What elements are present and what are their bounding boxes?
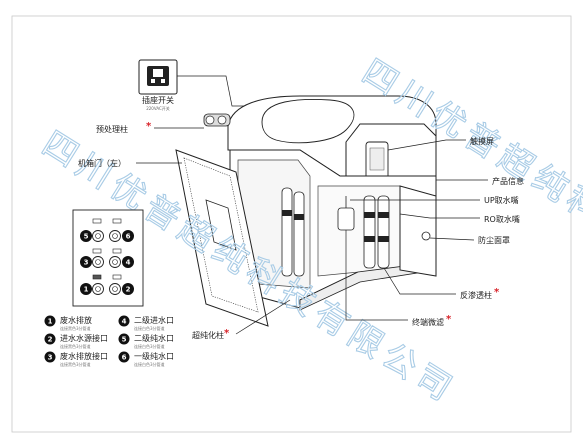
legend-sublabel: 连接黑色3分管道	[60, 361, 91, 367]
legend-item-4: 4 二级进水口 连接白色3分管道	[118, 315, 174, 331]
svg-text:3: 3	[84, 259, 89, 267]
terminal-filter-leader	[345, 230, 408, 321]
terminal-filter-label: 终端微滤	[412, 317, 444, 327]
svg-text:4: 4	[126, 259, 131, 267]
ro-column-label: 反渗透柱	[460, 290, 492, 300]
up-outlet-label: UP取水嘴	[484, 195, 519, 205]
svg-text:5: 5	[122, 336, 127, 344]
power-switch-sublabel: 220VAC开关	[146, 105, 170, 111]
svg-text:1: 1	[48, 318, 53, 326]
legend-item-3: 3 废水排放接口 连接黑色3分管道	[44, 351, 108, 367]
port-badge-5	[80, 230, 92, 242]
svg-text:6: 6	[122, 354, 127, 362]
legend-sublabel: 连接白色3分管道	[134, 361, 165, 367]
power-switch-icon	[138, 59, 178, 95]
port-badge-3	[80, 256, 92, 268]
power-switch-leader	[177, 75, 262, 107]
legend-sublabel: 连接黑色3分管道	[60, 343, 91, 349]
ro-outlet-label: RO取水嘴	[484, 214, 520, 224]
legend-label: 二级进水口	[134, 315, 174, 325]
ultra-column-star: *	[224, 328, 230, 339]
svg-text:6: 6	[126, 233, 131, 241]
cabinet-door-label: 机箱门（左）	[78, 158, 126, 168]
legend-label: 进水水源接口	[60, 333, 108, 343]
legend-item-6: 6 一级纯水口 连接白色3分管道	[118, 351, 174, 367]
legend-sublabel: 连接黑色3分管道	[60, 325, 91, 331]
legend-item-5: 5 二级纯水口 连接白色3分管道	[118, 333, 174, 349]
left-cabinet-door	[175, 149, 269, 327]
legend-label: 废水排放	[60, 315, 92, 325]
ultra-column-label: 超纯化柱	[192, 330, 224, 340]
port-badge-4	[122, 256, 134, 268]
legend-item-2: 2 进水水源接口 连接黑色3分管道	[44, 333, 108, 349]
touch-screen-label: 触摸屏	[470, 136, 494, 146]
legend-label: 一级纯水口	[134, 351, 174, 361]
svg-text:5: 5	[84, 233, 89, 241]
product-info-label: 产品信息	[492, 176, 524, 186]
pre-column-label: 预处理柱	[96, 124, 128, 134]
svg-text:1: 1	[84, 286, 89, 294]
legend-label: 二级纯水口	[134, 333, 174, 343]
dust-cover-leader	[429, 237, 475, 241]
svg-text:4: 4	[122, 318, 127, 326]
svg-text:2: 2	[126, 286, 131, 294]
ultra-column-leader	[235, 299, 291, 335]
ro-columns	[363, 195, 390, 269]
legend-sublabel: 连接白色3分管道	[134, 325, 165, 331]
ro-column-leader	[383, 267, 456, 295]
right-cabinet-door	[399, 185, 437, 277]
pre-column-star: *	[146, 121, 152, 132]
terminal-filter	[337, 196, 355, 231]
ports-legend: 1 废水排放 连接黑色3分管道 2 进水水源接口 连接黑色3分管道 3 废水排放…	[44, 315, 174, 367]
legend-item-1: 1 废水排放 连接黑色3分管道	[44, 315, 92, 331]
port-badge-2	[122, 283, 134, 295]
power-switch-label: 插座开关	[142, 95, 174, 105]
ro-column-star: *	[494, 287, 500, 298]
pre-treatment-column	[203, 113, 231, 127]
port-badge-6	[122, 230, 134, 242]
port-badge-1	[80, 283, 92, 295]
ultra-pure-columns	[281, 187, 305, 277]
port-panel: 5 6 3 4 1 2	[72, 209, 144, 307]
legend-sublabel: 连接白色3分管道	[134, 343, 165, 349]
ro-outlet-leader	[399, 213, 480, 219]
svg-text:3: 3	[48, 354, 53, 362]
legend-label: 废水排放接口	[60, 351, 108, 361]
svg-text:2: 2	[48, 336, 53, 344]
outer-frame	[11, 15, 572, 433]
terminal-filter-star: *	[446, 314, 452, 325]
touch-screen-leader	[387, 139, 466, 151]
dust-cover-label: 防尘面罩	[478, 235, 510, 245]
